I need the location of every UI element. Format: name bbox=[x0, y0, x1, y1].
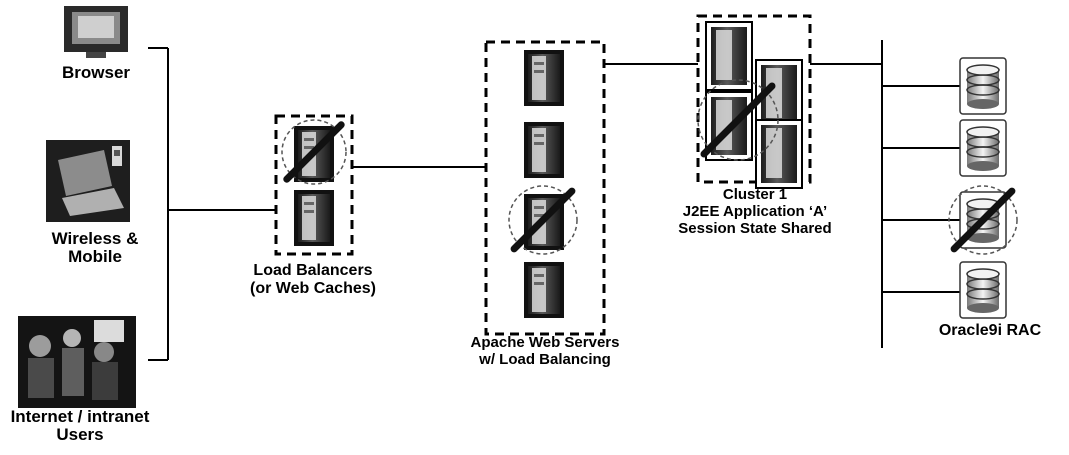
users-group-photo-icon bbox=[18, 316, 136, 408]
web-servers-label-line-2: w/ Load Balancing bbox=[479, 351, 611, 368]
load-balancer-node-2 bbox=[294, 190, 334, 246]
cluster-node-1 bbox=[705, 21, 753, 91]
load-balancers-label-line-2: (or Web Caches) bbox=[250, 280, 376, 297]
users-label-line-1: Internet / intranet bbox=[10, 407, 150, 426]
browser-monitor-icon bbox=[64, 6, 128, 58]
web-server-node-1 bbox=[524, 50, 564, 106]
failure-markers-layer bbox=[281, 79, 1018, 255]
load-balancers-label-line-1: Load Balancers bbox=[253, 262, 373, 279]
web-server-node-4 bbox=[524, 262, 564, 318]
wireless-label-line-2: Mobile bbox=[68, 247, 122, 266]
cluster-label-line-3: Session State Shared bbox=[678, 220, 832, 237]
browser-label: Browser bbox=[61, 63, 131, 82]
wireless-mobile-label: Wireless & Mobile bbox=[20, 230, 170, 266]
servers-layer bbox=[294, 21, 1007, 319]
users-label-line-2: Users bbox=[56, 425, 104, 444]
database-failure-marker bbox=[948, 185, 1018, 255]
cluster-failure-marker bbox=[697, 79, 779, 161]
load-balancers-group-boundary bbox=[274, 114, 354, 256]
web-servers-label: Apache Web Servers w/ Load Balancing bbox=[450, 334, 640, 368]
load-balancer-failure-marker bbox=[281, 119, 347, 185]
cluster-label-line-2: J2EE Application ‘A’ bbox=[682, 203, 828, 220]
web-servers-label-line-1: Apache Web Servers bbox=[470, 334, 620, 351]
cluster-node-4 bbox=[755, 119, 803, 189]
load-balancers-label: Load Balancers (or Web Caches) bbox=[238, 262, 388, 298]
web-server-node-3 bbox=[524, 194, 564, 250]
database-node-4 bbox=[959, 261, 1007, 319]
database-node-2 bbox=[959, 119, 1007, 177]
internet-users-label: Internet / intranet Users bbox=[0, 408, 160, 444]
web-server-failure-marker bbox=[508, 185, 578, 255]
wireless-label-line-1: Wireless & bbox=[51, 229, 139, 248]
cluster-group-boundary bbox=[696, 14, 812, 184]
oracle-rac-label: Oracle9i RAC bbox=[938, 322, 1042, 339]
database-bus-taps bbox=[882, 85, 960, 293]
web-server-node-2 bbox=[524, 122, 564, 178]
cluster-label-line-1: Cluster 1 bbox=[722, 186, 788, 203]
web-servers-group-boundary bbox=[484, 40, 606, 336]
client-bracket bbox=[148, 47, 169, 361]
database-node-1 bbox=[959, 57, 1007, 115]
cluster-label: Cluster 1 J2EE Application ‘A’ Session S… bbox=[660, 186, 850, 237]
wireless-laptop-icon bbox=[46, 140, 130, 222]
